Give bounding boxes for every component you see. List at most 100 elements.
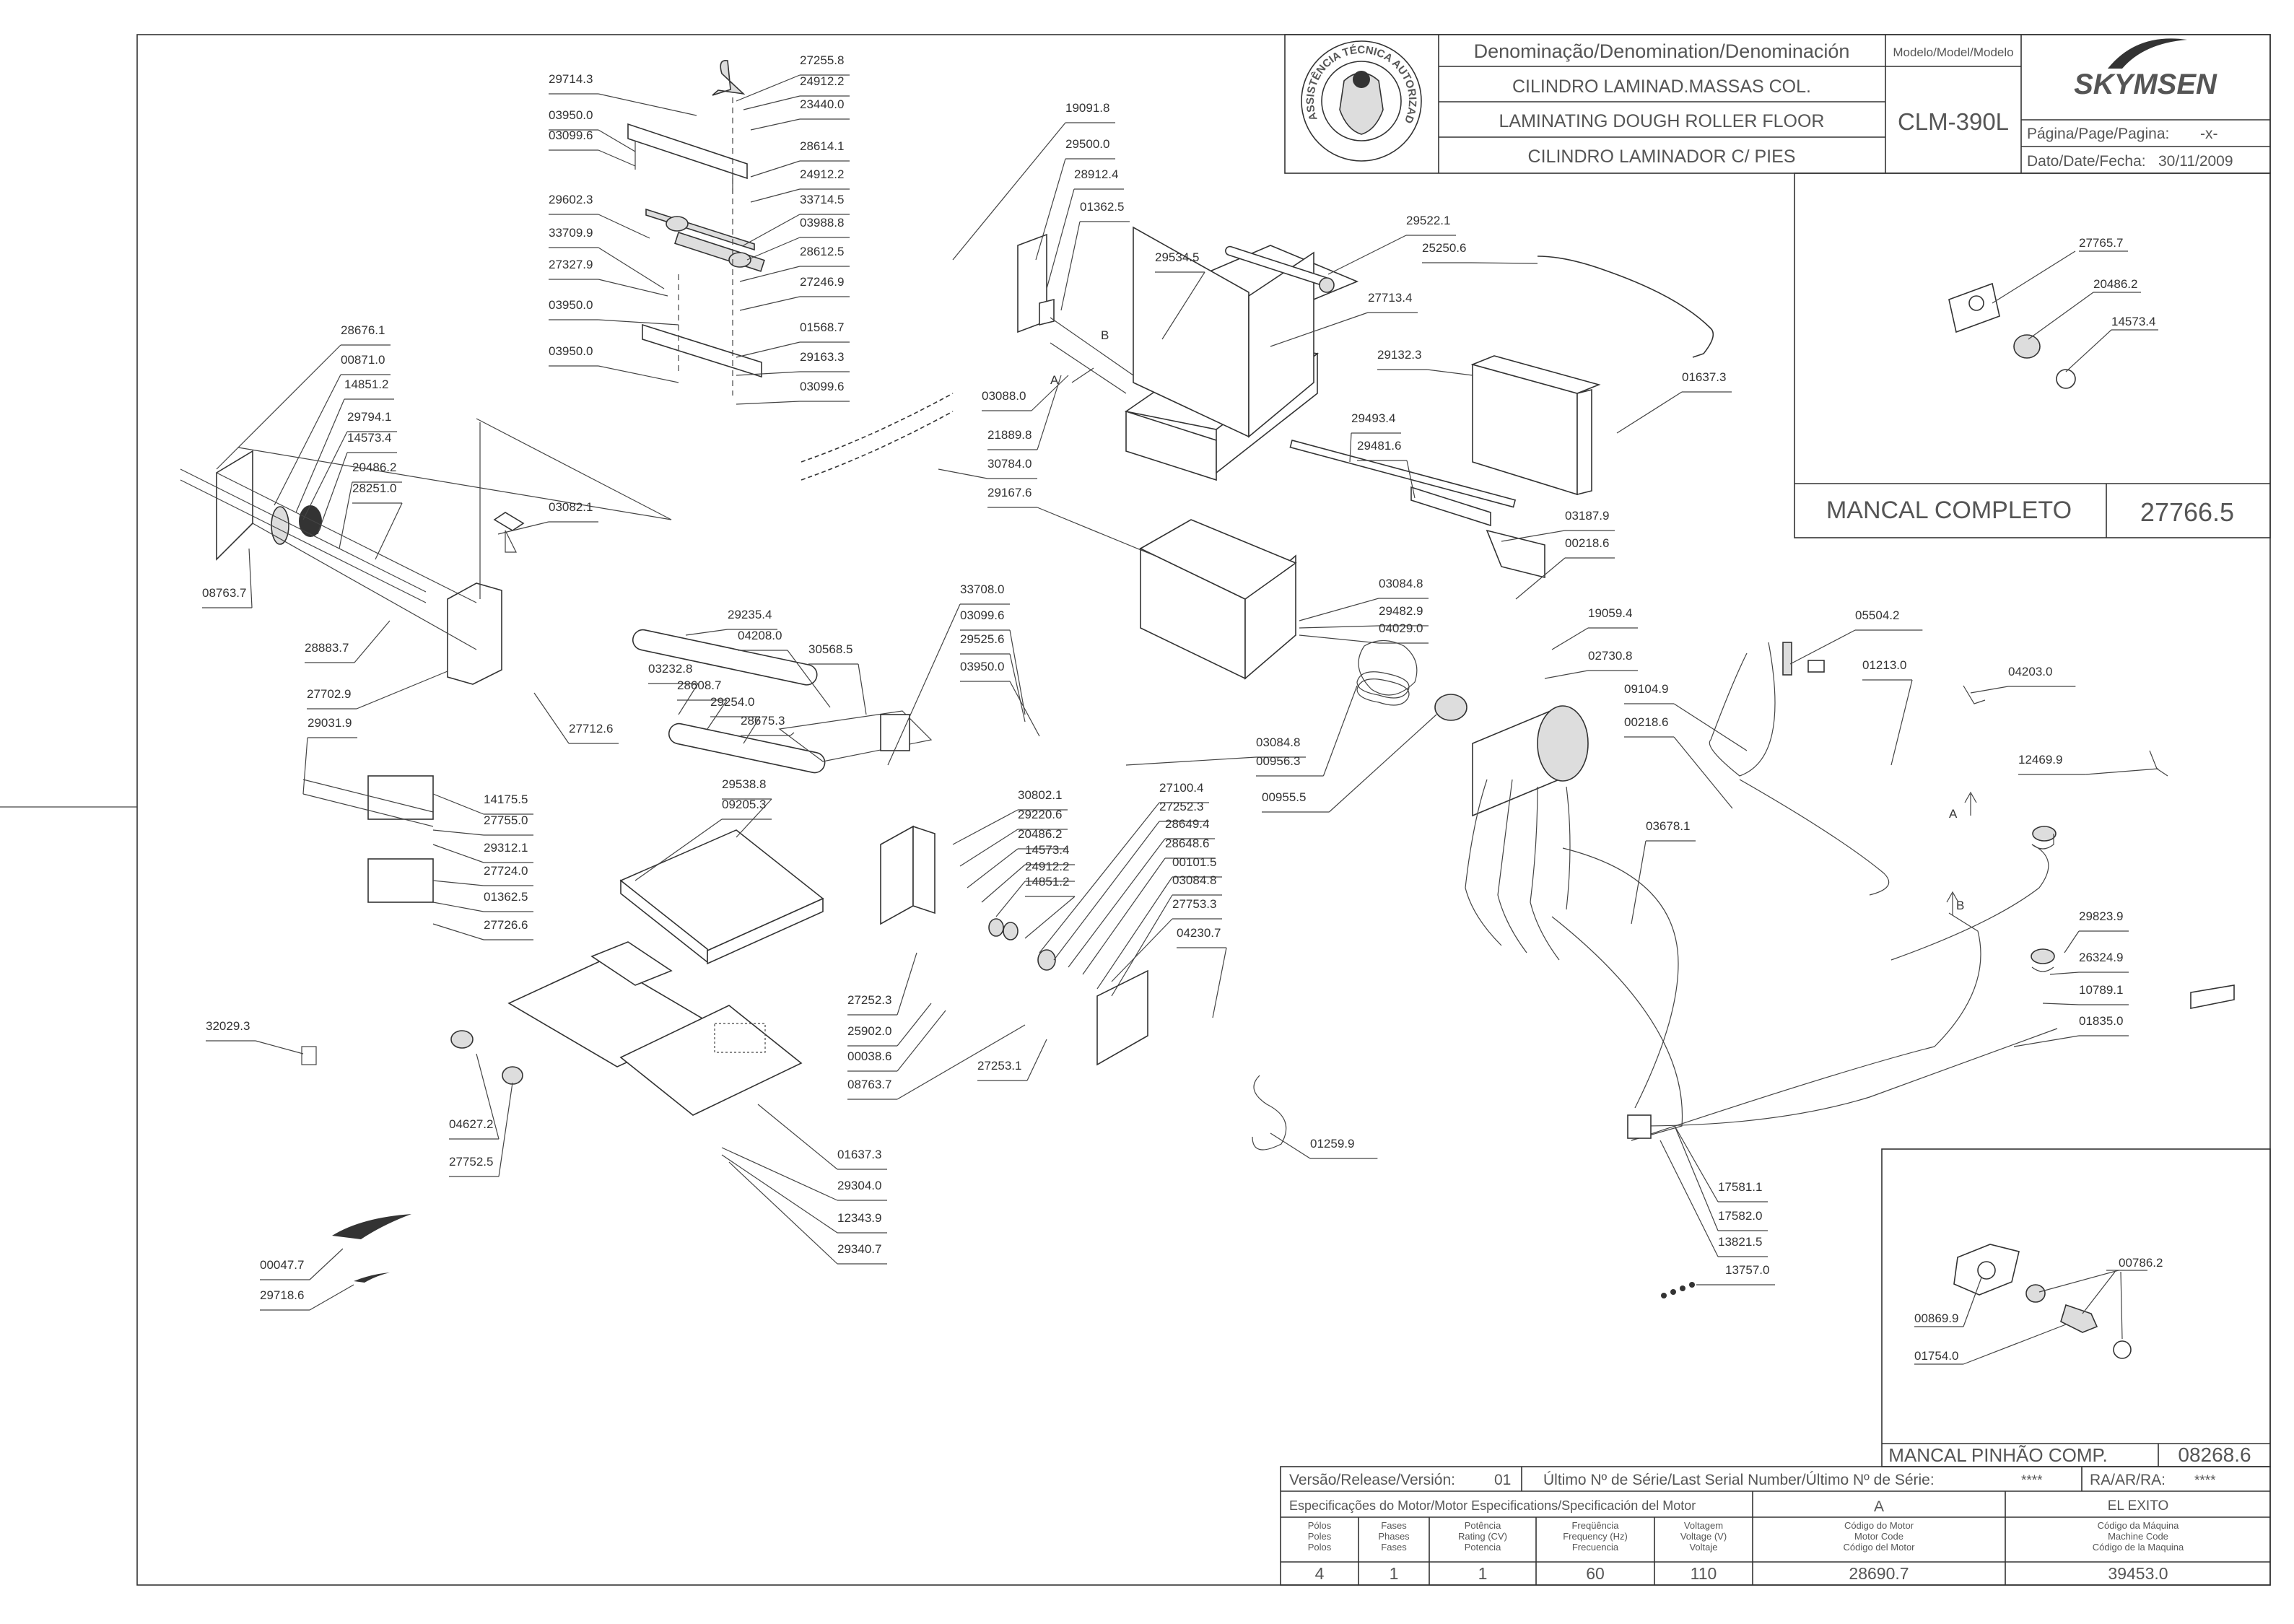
part-number-label: 27713.4 [1368,291,1412,305]
part-number-label: 29538.8 [722,777,766,791]
motor-spec-label: Especificações do Motor/Motor Especifica… [1289,1498,1696,1513]
part-number-label: 20486.2 [1018,827,1062,841]
leader-line [248,548,253,608]
part-label: 00786.2 [2119,1256,2163,1270]
leader-line [743,716,761,744]
leader-line [432,902,484,912]
leader-line [678,683,699,715]
leader-line [995,881,1026,917]
leader-line [952,122,1066,261]
leader-line [736,798,772,838]
part-number-label: 03099.6 [800,380,844,393]
motor-col-header: Polos [1308,1542,1332,1553]
part-number-label: 28912.4 [1074,167,1118,181]
part-number-label: 29132.3 [1377,348,1421,362]
leader-line [787,650,831,708]
leader-line [1026,1039,1047,1081]
leader-line [952,809,1019,845]
page-label: Página/Page/Pagina: [2027,126,2169,142]
leader-line [967,848,1019,889]
part-number-label: 28675.3 [741,714,785,728]
motor-col-header: Freqüência [1571,1520,1619,1531]
part-number-label: 03088.0 [982,389,1026,403]
leader-line [1009,629,1026,715]
leader-line [598,129,636,152]
part-number-label: 00218.6 [1565,536,1609,550]
part-number-label: 26324.9 [2079,951,2123,964]
motor-column-a: A [1874,1498,1884,1515]
leader-line [1299,634,1379,644]
leader-line [1349,432,1352,463]
part-number-label: 29794.1 [347,410,391,424]
part-number-label: 01362.5 [484,890,528,904]
leader-line [295,398,345,513]
leader-line [1501,530,1566,542]
leader-line [354,620,391,663]
leader-line [317,452,348,535]
part-number-label: 05504.2 [1855,608,1899,622]
part-number-label: 03099.6 [549,128,593,142]
model-value: CLM-390L [1898,108,2009,135]
leader-line [750,188,801,203]
part-number-label: 01568.7 [800,320,844,334]
motor-col-header: Fases [1381,1542,1407,1553]
ra-value: **** [2194,1473,2216,1488]
leader-line [685,629,728,636]
leader-line [1674,1125,1719,1231]
part-number-label: 12469.9 [2018,753,2062,767]
part-number-label: 29481.6 [1357,439,1401,453]
seal-text: ASSISTÊNCIA TÉCNICA AUTORIZADA [0,0,1418,125]
motor-col-header: Potência [1465,1520,1501,1531]
part-number-label: 17582.0 [1718,1209,1762,1223]
motor-col-header: Fases [1381,1520,1407,1531]
leader-line [1299,598,1379,621]
part-number-label: 29718.6 [260,1288,304,1302]
page-value: -x- [2200,126,2218,142]
motor-col-value: 110 [1691,1564,1717,1583]
part-label: 00869.9 [1914,1311,1958,1325]
leader-line [938,468,988,479]
motor-col-header: Phases [1378,1531,1410,1542]
leader-line [1060,221,1081,311]
part-number-label: 12343.9 [837,1211,881,1225]
part-number-label: 29525.6 [960,632,1004,646]
motor-col-header: Voltagem [1684,1520,1723,1531]
leader-line [1111,894,1173,997]
leader-line [598,93,697,116]
part-number-label: 29254.0 [710,695,754,709]
leader-line [728,1161,838,1265]
leader-line [1037,507,1156,556]
part-number-label: 00101.5 [1172,855,1216,869]
leader-line [736,371,801,376]
part-label: 20486.2 [2093,277,2137,291]
leader-line [216,344,341,470]
svg-text:ASSISTÊNCIA TÉCNICA AUTORIZADA: ASSISTÊNCIA TÉCNICA AUTORIZADA [0,0,1418,125]
part-number-label: 28251.0 [352,481,396,495]
part-number-label: 27255.8 [800,53,844,67]
part-number-label: 08763.7 [847,1078,891,1091]
part-number-label: 29522.1 [1406,214,1450,227]
motor-col-header: Voltage (V) [1680,1531,1727,1542]
leader-line [743,95,801,110]
leader-line [2049,972,2080,975]
leader-line [746,237,801,261]
motor-col-header: Poles [1308,1531,1332,1542]
inset-2-code: 08268.6 [2178,1444,2251,1466]
part-number-label: 02730.8 [1588,649,1632,663]
part-number-label: 29534.5 [1155,250,1199,264]
leader-line [1125,756,1257,766]
leader-line [1406,460,1416,499]
motor-spec-table: Versão/Release/Versión: 01 Último Nº de … [1280,1466,2271,1586]
leader-line [476,1053,500,1140]
part-number-label: 28614.1 [800,139,844,153]
leader-line [598,365,679,383]
part-number-label: 29163.3 [800,350,844,364]
leader-line [497,521,549,535]
motor-col-value: 1 [1478,1564,1488,1583]
svg-text:SKYMSEN: SKYMSEN [2074,69,2217,100]
part-number-label: 27712.6 [569,722,613,735]
part-number-label: 29714.3 [549,72,593,86]
part-number-label: 29500.0 [1065,137,1109,151]
part-number-label: 04029.0 [1379,621,1423,635]
leader-line [1890,679,1913,766]
